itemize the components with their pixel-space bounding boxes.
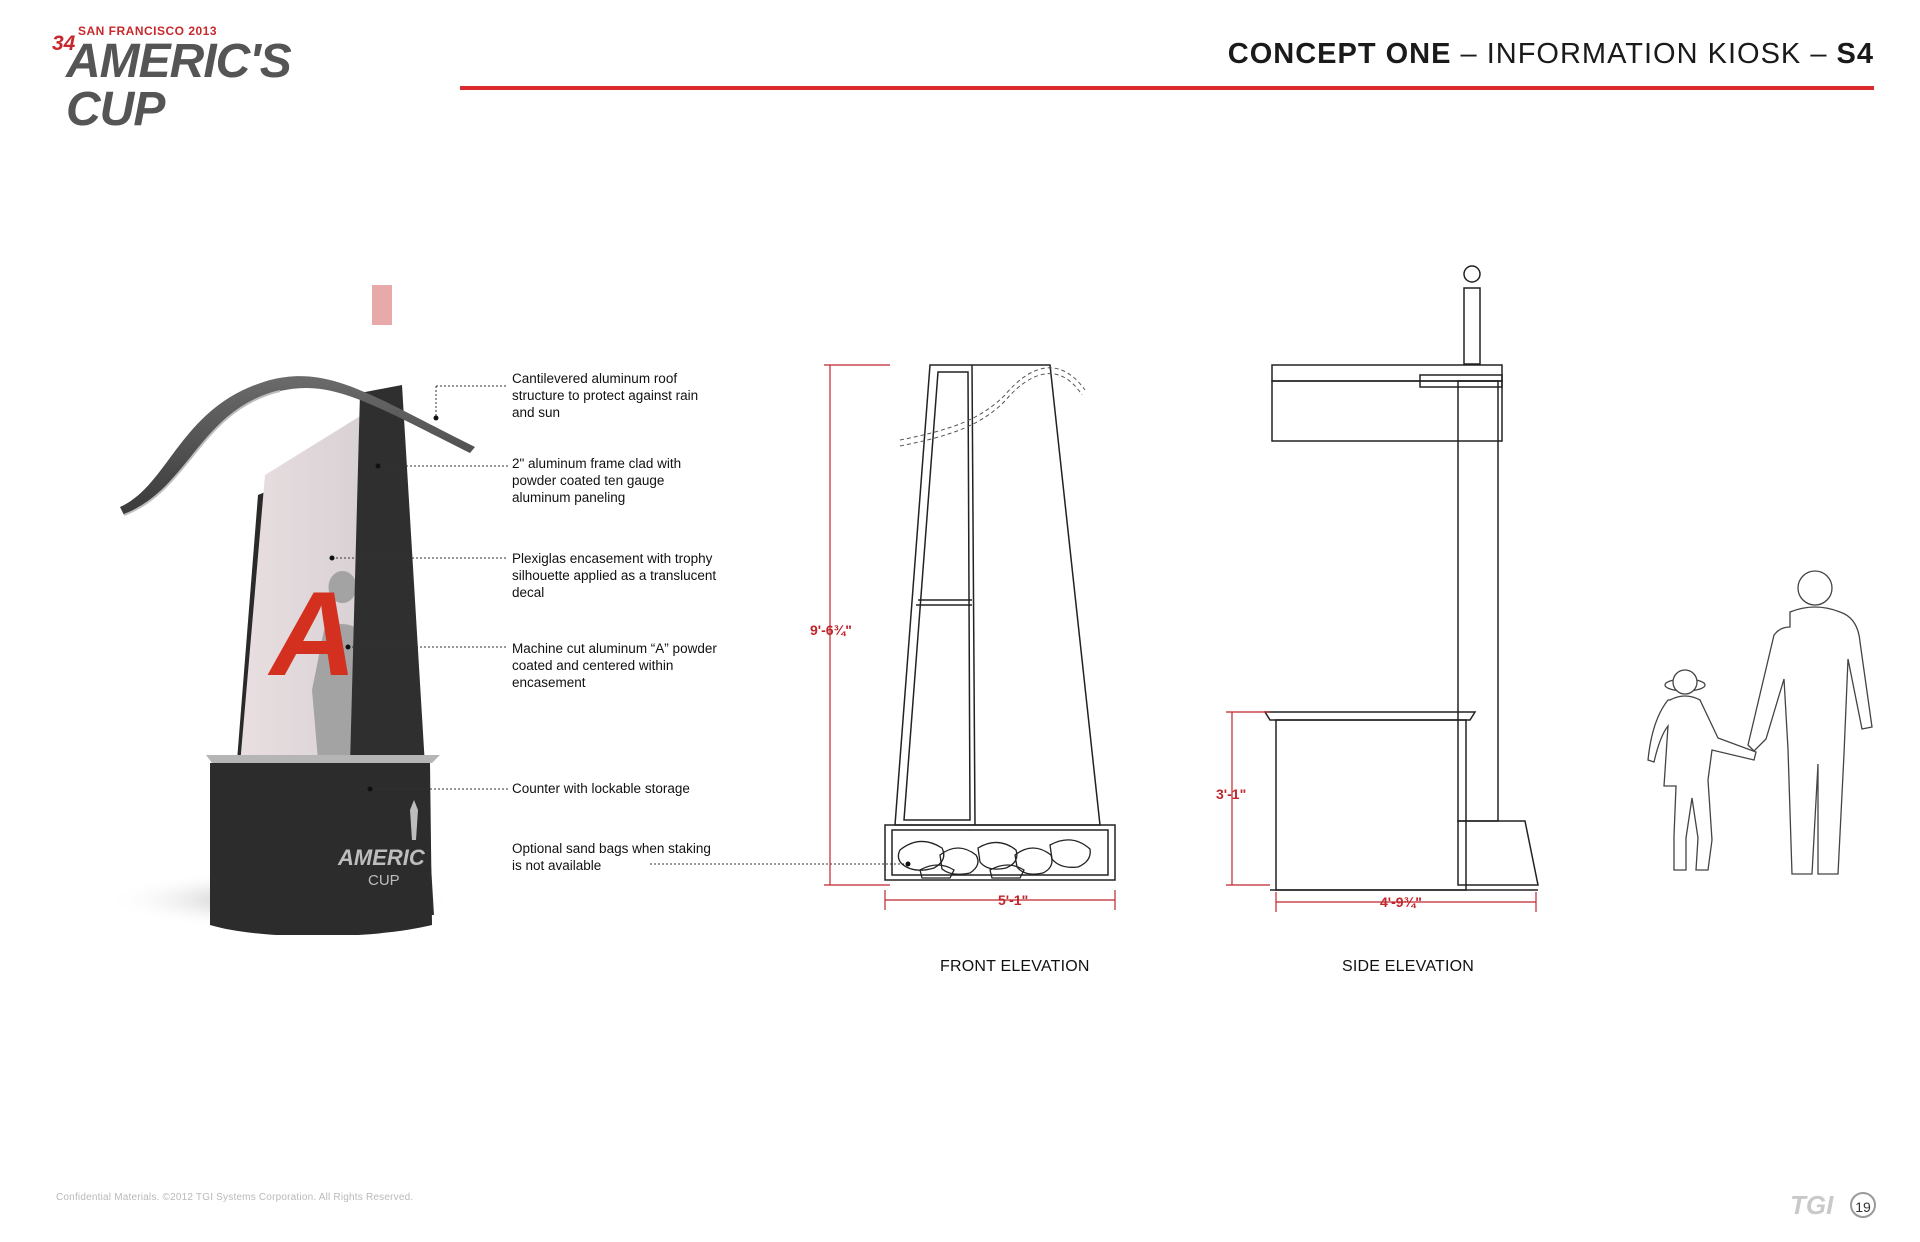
logo-main-text: AMERIC'S CUP (66, 35, 292, 136)
decal-letter: A (267, 567, 357, 701)
kiosk-rendering: A AMERIC CUP (110, 285, 475, 935)
side-elevation-drawing (1226, 265, 1539, 912)
scale-figures (1647, 570, 1873, 875)
roof-canopy (120, 376, 475, 515)
title-separator: – (1451, 38, 1487, 70)
side-counter-height-dimension: 3'-1" (1216, 786, 1247, 802)
title-concept: CONCEPT ONE (1227, 38, 1452, 70)
adult-silhouette (1747, 606, 1873, 875)
page-number: 19 (1850, 1192, 1876, 1218)
callout-roof: Cantilevered aluminum roof structure to … (512, 371, 699, 420)
child-silhouette (1647, 695, 1757, 871)
callout-frame: 2" aluminum frame clad with powder coate… (512, 456, 682, 505)
side-depth-dimension: 4'-9¾" (1380, 894, 1422, 910)
front-elevation-drawing (824, 364, 1116, 910)
title-rule (460, 86, 1874, 90)
logo-number: 34 (52, 32, 76, 55)
counter-base (210, 763, 432, 935)
title-separator: – (1801, 38, 1837, 70)
callout-sandbags: Optional sand bags when staking is not a… (512, 841, 711, 873)
callout-letter-a: Machine cut aluminum “A” powder coated a… (512, 641, 717, 690)
tgi-logo: TGI (1790, 1190, 1834, 1220)
base-logo-line2: CUP (368, 872, 400, 889)
front-height-dimension: 9'-6¾" (810, 622, 852, 638)
callout-counter: Counter with lockable storage (512, 781, 690, 796)
info-sign (372, 285, 392, 325)
americas-cup-logo: SAN FRANCISCO 2013 34 AMERIC'S CUP (52, 24, 372, 134)
side-elevation-label: SIDE ELEVATION (1342, 958, 1475, 975)
front-width-dimension: 5'-1" (998, 892, 1029, 908)
logo-top-text: SAN FRANCISCO 2013 (78, 24, 218, 38)
title-code: S4 (1836, 38, 1874, 70)
front-elevation-label: FRONT ELEVATION (940, 958, 1090, 975)
page-title: CONCEPT ONE – INFORMATION KIOSK – S4 (1228, 38, 1874, 71)
callout-plexiglas: Plexiglas encasement with trophy silhoue… (512, 551, 717, 600)
counter-top (206, 755, 440, 763)
trophy-icon (410, 800, 418, 840)
adult-head (1797, 570, 1833, 606)
child-head (1672, 669, 1698, 695)
title-main: INFORMATION KIOSK (1486, 38, 1802, 70)
confidential-notice: Confidential Materials. ©2012 TGI System… (56, 1192, 414, 1203)
base-logo-line1: AMERIC (337, 845, 426, 870)
